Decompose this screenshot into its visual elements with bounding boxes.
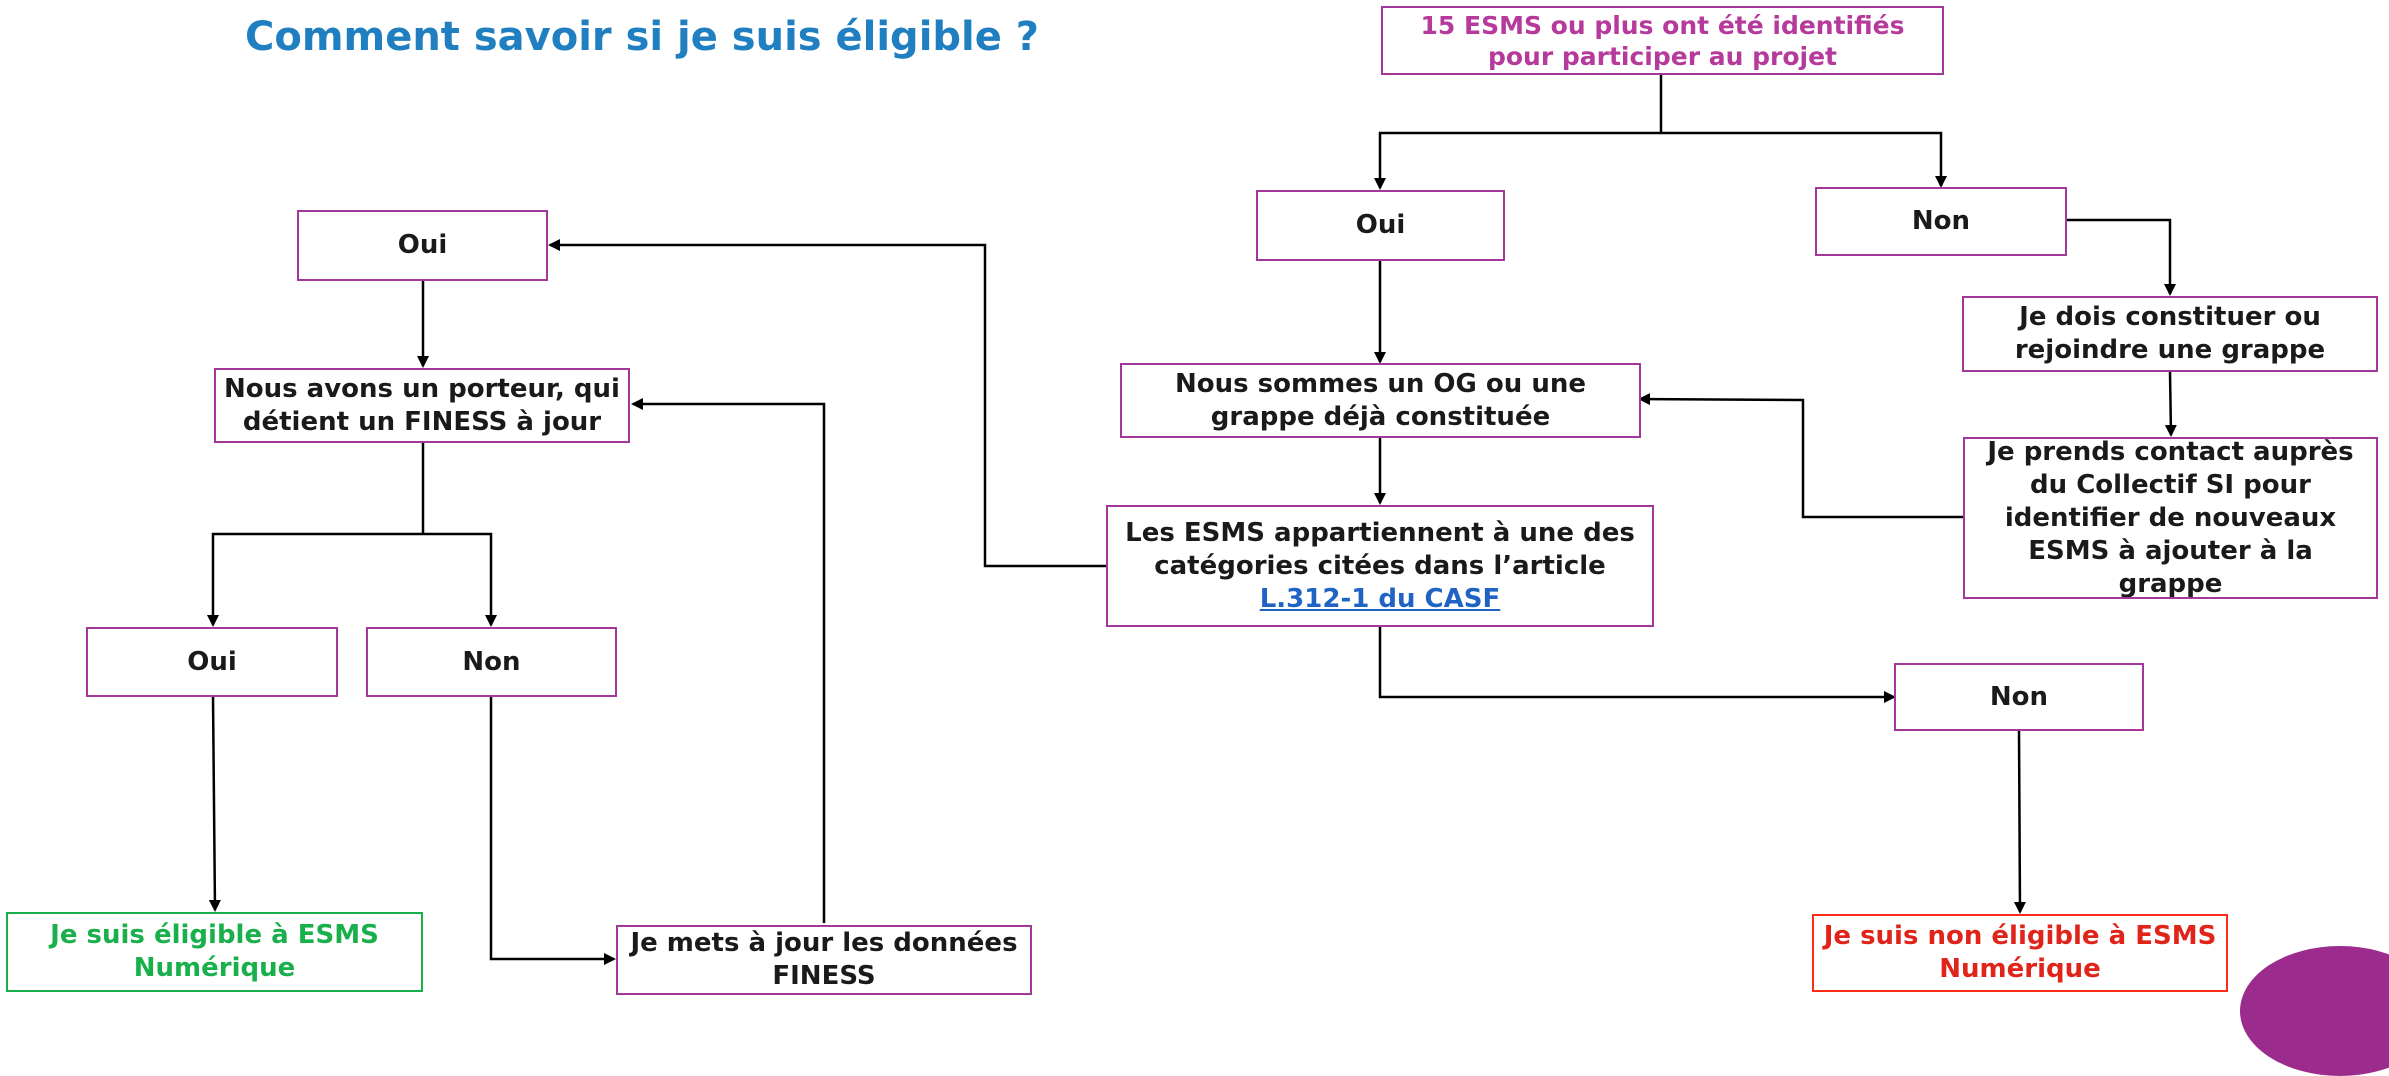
node-non-eligible: Je suis non éligible à ESMS Numérique <box>1812 914 2228 992</box>
node-esms-identified-label: 15 ESMS ou plus ont été identifiés pour … <box>1420 10 1905 71</box>
arrow-contact-to-og <box>1638 393 1963 519</box>
arrow-non-to-finess <box>489 697 616 965</box>
node-oui-bottom: Oui <box>86 627 338 697</box>
arrow-porteur-to-non <box>423 532 497 627</box>
esms-categories-text: Les ESMS appartiennent à une des catégor… <box>1125 517 1635 581</box>
node-non-right-top: Non <box>1815 187 2067 256</box>
flowchart-connectors <box>207 75 2177 965</box>
arrow-esms-to-non <box>1378 627 1896 703</box>
node-non-right-top-label: Non <box>1911 206 1971 236</box>
node-esms-categories: Les ESMS appartiennent à une des catégor… <box>1106 505 1654 627</box>
node-non-left-label: Non <box>462 646 521 677</box>
node-update-finess-label: Je mets à jour les données FINESS <box>630 928 1018 991</box>
arrow-oui-to-eligible <box>208 696 221 912</box>
arrow-non-to-constituer <box>2066 218 2176 296</box>
node-update-finess: Je mets à jour les données FINESS <box>616 925 1032 995</box>
node-non-middle-label: Non <box>1989 681 2049 712</box>
node-oui-left-label: Oui <box>397 230 448 260</box>
node-oui-right-label: Oui <box>1355 210 1406 240</box>
arrow-top-to-non <box>1661 131 1947 188</box>
node-porteur-finess-label: Nous avons un porteur, qui détient un FI… <box>224 373 620 437</box>
node-porteur-finess: Nous avons un porteur, qui détient un FI… <box>214 368 630 443</box>
arrow-esms-to-oui-left <box>548 239 1106 568</box>
node-eligible-label: Je suis éligible à ESMS Numérique <box>50 920 379 983</box>
node-og-grappe: Nous sommes un OG ou une grappe déjà con… <box>1120 363 1641 438</box>
arrow-finess-to-porteur <box>631 398 826 923</box>
node-esms-categories-label: Les ESMS appartiennent à une des catégor… <box>1116 517 1644 616</box>
page-title: Comment savoir si je suis éligible ? <box>245 14 1040 60</box>
node-constituer-grappe: Je dois constituer ou rejoindre une grap… <box>1962 296 2378 372</box>
node-esms-identified: 15 ESMS ou plus ont été identifiés pour … <box>1381 6 1944 75</box>
node-contact-collectif-label: Je prends contact auprès du Collectif SI… <box>1987 437 2354 599</box>
node-non-middle: Non <box>1894 663 2144 731</box>
arrow-non-to-noneligible <box>2013 730 2026 914</box>
node-non-eligible-label: Je suis non éligible à ESMS Numérique <box>1823 921 2217 984</box>
arrow-porteur-to-oui <box>207 532 423 627</box>
node-og-grappe-label: Nous sommes un OG ou une grappe déjà con… <box>1175 368 1586 432</box>
node-oui-left: Oui <box>297 210 548 281</box>
node-eligible: Je suis éligible à ESMS Numérique <box>6 912 423 992</box>
node-non-left: Non <box>366 627 617 697</box>
node-oui-bottom-label: Oui <box>187 646 237 677</box>
node-constituer-grappe-label: Je dois constituer ou rejoindre une grap… <box>2014 302 2326 365</box>
casf-article-link[interactable]: L.312-1 du CASF <box>1259 583 1501 614</box>
node-oui-right: Oui <box>1256 190 1505 261</box>
arrow-top-to-oui <box>1374 131 1661 190</box>
arrow-constituer-to-contact <box>2164 371 2177 437</box>
node-contact-collectif: Je prends contact auprès du Collectif SI… <box>1963 437 2378 599</box>
